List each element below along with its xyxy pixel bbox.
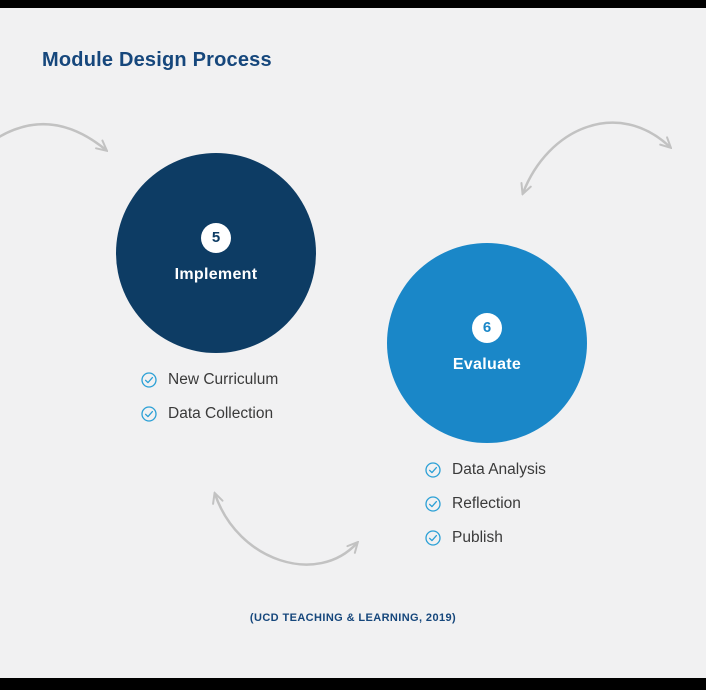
list-item: Data Analysis: [425, 461, 546, 479]
check-circle-icon: [141, 406, 157, 422]
top-black-bar: [0, 0, 706, 8]
step-number-badge: 5: [201, 222, 231, 253]
step-number: 6: [482, 319, 492, 336]
list-item: Reflection: [425, 495, 546, 513]
list-item: Publish: [425, 529, 546, 547]
check-circle-icon: [425, 462, 441, 478]
implement-checklist: New Curriculum Data Collection: [141, 371, 278, 439]
list-item-label: Data Collection: [168, 405, 274, 422]
curved-arrow-bottom: [215, 494, 357, 566]
list-item-label: New Curriculum: [168, 371, 279, 388]
page-title: Module Design Process: [42, 49, 272, 71]
list-item-label: Data Analysis: [452, 461, 546, 478]
step-circle-implement: 5 Implement: [116, 153, 316, 353]
curved-arrow-top-right: [523, 121, 670, 193]
step-label: Evaluate: [452, 355, 522, 373]
curved-arrow-top-left: [0, 122, 106, 150]
list-item: Data Collection: [141, 405, 278, 423]
evaluate-checklist: Data Analysis Reflection Publish: [425, 461, 546, 563]
citation-text: (UCD TEACHING & LEARNING, 2019): [249, 612, 457, 624]
check-circle-icon: [141, 372, 157, 388]
step-number: 5: [211, 229, 221, 246]
list-item-label: Publish: [452, 529, 503, 546]
bottom-black-bar: [0, 678, 706, 690]
list-item: New Curriculum: [141, 371, 278, 389]
step-circle-evaluate: 6 Evaluate: [387, 243, 587, 443]
step-label: Implement: [174, 265, 258, 283]
list-item-label: Reflection: [452, 495, 521, 512]
check-circle-icon: [425, 530, 441, 546]
step-number-badge: 6: [472, 312, 502, 343]
check-circle-icon: [425, 496, 441, 512]
